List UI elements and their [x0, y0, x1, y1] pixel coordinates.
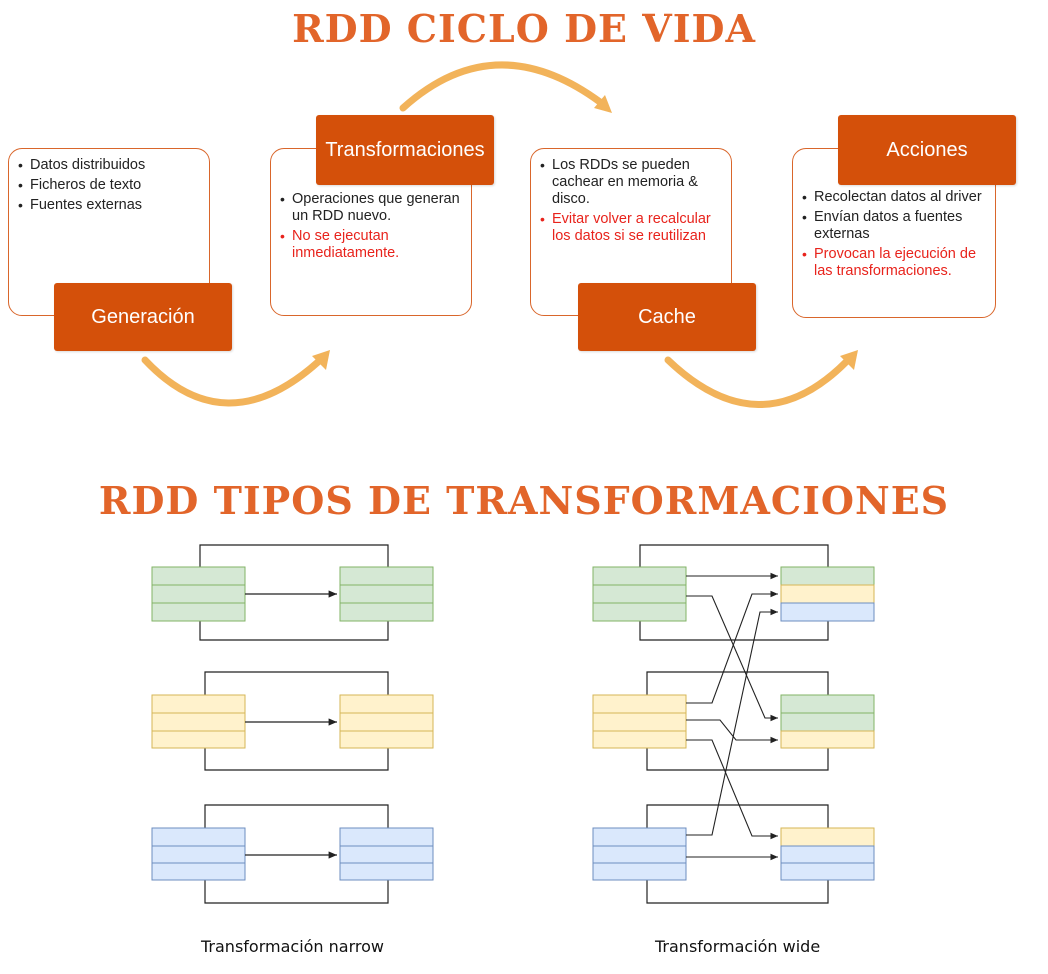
partition-cell [780, 584, 875, 604]
narrow-stage-bracket-bottom [204, 748, 389, 771]
narrow-stage-bracket-top [204, 671, 389, 695]
narrow-stage-bracket-top [199, 544, 389, 567]
acciones-item-highlight: Provocan la ejecución de las transformac… [801, 246, 989, 280]
partition-cell [339, 712, 434, 732]
partition-cell [780, 845, 875, 864]
transformaciones-item: Operaciones que generan un RDD nuevo. [279, 191, 463, 225]
shuffle-arrow [686, 739, 778, 840]
partition-cell [592, 566, 687, 586]
partition-cell [339, 566, 434, 586]
partition-cell [592, 730, 687, 749]
label-transformaciones: Transformaciones [316, 115, 494, 185]
partition-cell [780, 566, 875, 586]
partition-cell [151, 584, 246, 604]
partition-cell [151, 602, 246, 622]
partition-cell [151, 845, 246, 864]
wide-stage-bracket-bottom [646, 880, 829, 904]
shuffle-arrow [686, 595, 778, 722]
label-cache: Cache [578, 283, 756, 351]
partition-cell [780, 694, 875, 714]
partition-cell [339, 602, 434, 622]
transform-types-title: RDD TIPOS DE TRANSFORMACIONES [98, 478, 950, 523]
narrow-stage-bracket-bottom [204, 880, 389, 904]
label-generacion: Generación [54, 283, 232, 351]
arrowhead-1 [312, 350, 330, 370]
cache-item-highlight: Evitar volver a recalcular los datos si … [539, 211, 723, 245]
partition-cell [339, 584, 434, 604]
partition-cell [151, 694, 246, 714]
acciones-item: Envían datos a fuentes externas [801, 209, 989, 243]
generacion-item: Fuentes externas [17, 197, 201, 214]
partition-cell [339, 827, 434, 847]
wide-stage-bracket-bottom [646, 748, 829, 771]
partition-cell [151, 712, 246, 732]
shuffle-arrow [686, 608, 778, 836]
partition-cell [780, 862, 875, 881]
lifecycle-title: RDD CICLO DE VIDA [292, 6, 756, 51]
partition-cell [592, 827, 687, 847]
narrow-stage-bracket-top [204, 804, 389, 828]
partition-cell [592, 584, 687, 604]
partition-cell [592, 862, 687, 881]
partition-cell [592, 602, 687, 622]
partition-cell [151, 862, 246, 881]
partition-cell [592, 694, 687, 714]
generacion-item: Datos distribuidos [17, 157, 201, 174]
partition-cell [151, 566, 246, 586]
generacion-item: Ficheros de texto [17, 177, 201, 194]
wide-stage-bracket-top [639, 544, 829, 567]
partition-cell [780, 602, 875, 622]
shuffle-arrow [686, 719, 778, 744]
shuffle-arrow [686, 590, 778, 704]
arrowhead-3 [840, 350, 858, 370]
label-acciones: Acciones [838, 115, 1016, 185]
transformaciones-item-highlight: No se ejecutan inmediatamente. [279, 228, 463, 262]
partition-cell [339, 862, 434, 881]
partition-cell [780, 712, 875, 732]
narrow-stage-bracket-bottom [199, 621, 389, 641]
wide-stage-bracket-top [646, 804, 829, 828]
partition-cell [339, 694, 434, 714]
partition-cell [780, 730, 875, 749]
partition-cell [151, 827, 246, 847]
wide-stage-bracket-bottom [639, 621, 829, 641]
caption-wide: Transformación wide [655, 937, 821, 956]
partition-cell [592, 712, 687, 732]
partition-cell [592, 845, 687, 864]
arrow-generacion-to-transformaciones [141, 356, 322, 407]
wide-stage-bracket-top [646, 671, 829, 695]
partition-cell [339, 845, 434, 864]
arrowhead-2 [594, 95, 612, 113]
caption-narrow: Transformación narrow [201, 937, 384, 956]
partition-cell [780, 827, 875, 847]
arrow-cache-to-acciones [664, 356, 850, 408]
acciones-item: Recolectan datos al driver [801, 189, 989, 206]
partition-cell [339, 730, 434, 749]
arrow-transformaciones-to-cache [399, 61, 604, 112]
partition-cell [151, 730, 246, 749]
cache-item: Los RDDs se pueden cachear en memoria & … [539, 157, 723, 208]
